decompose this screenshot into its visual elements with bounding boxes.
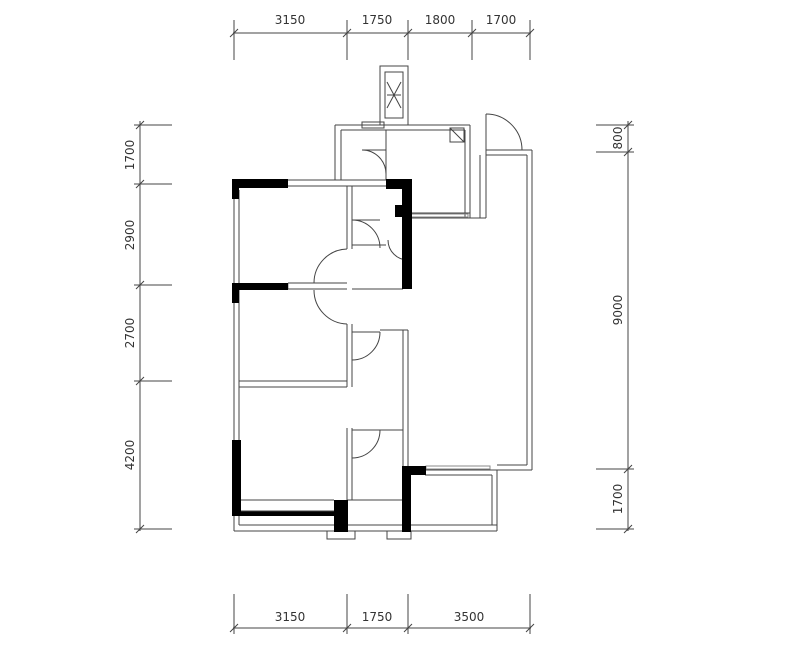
dim-right-2: 9000	[611, 295, 625, 326]
dimension-chain-bottom: 3150 1750 3500	[229, 594, 535, 634]
dim-top-4: 1700	[486, 13, 517, 27]
dim-bottom-2: 1750	[362, 610, 393, 624]
dimension-chain-right: 800 9000 1700	[596, 120, 634, 534]
dim-left-4: 4200	[123, 440, 137, 471]
structural-walls	[232, 179, 426, 532]
dim-left-2: 2900	[123, 220, 137, 251]
dimension-chain-left: 1700 2900 2700 4200	[123, 120, 172, 534]
dim-bottom-3: 3500	[454, 610, 485, 624]
master-bed-sill	[241, 500, 334, 511]
dim-right-1: 800	[611, 127, 625, 150]
dim-top-3: 1800	[425, 13, 456, 27]
dimension-chain-top: 3150 1750 1800 1700	[229, 13, 535, 60]
sliding-doors	[238, 213, 491, 470]
dim-right-3: 1700	[611, 484, 625, 515]
dim-top-2: 1750	[362, 13, 393, 27]
dim-left-3: 2700	[123, 318, 137, 349]
thin-walls	[233, 65, 533, 540]
dim-top-1: 3150	[275, 13, 306, 27]
door-swings	[313, 113, 523, 459]
dim-bottom-1: 3150	[275, 610, 306, 624]
dim-left-1: 1700	[123, 140, 137, 171]
